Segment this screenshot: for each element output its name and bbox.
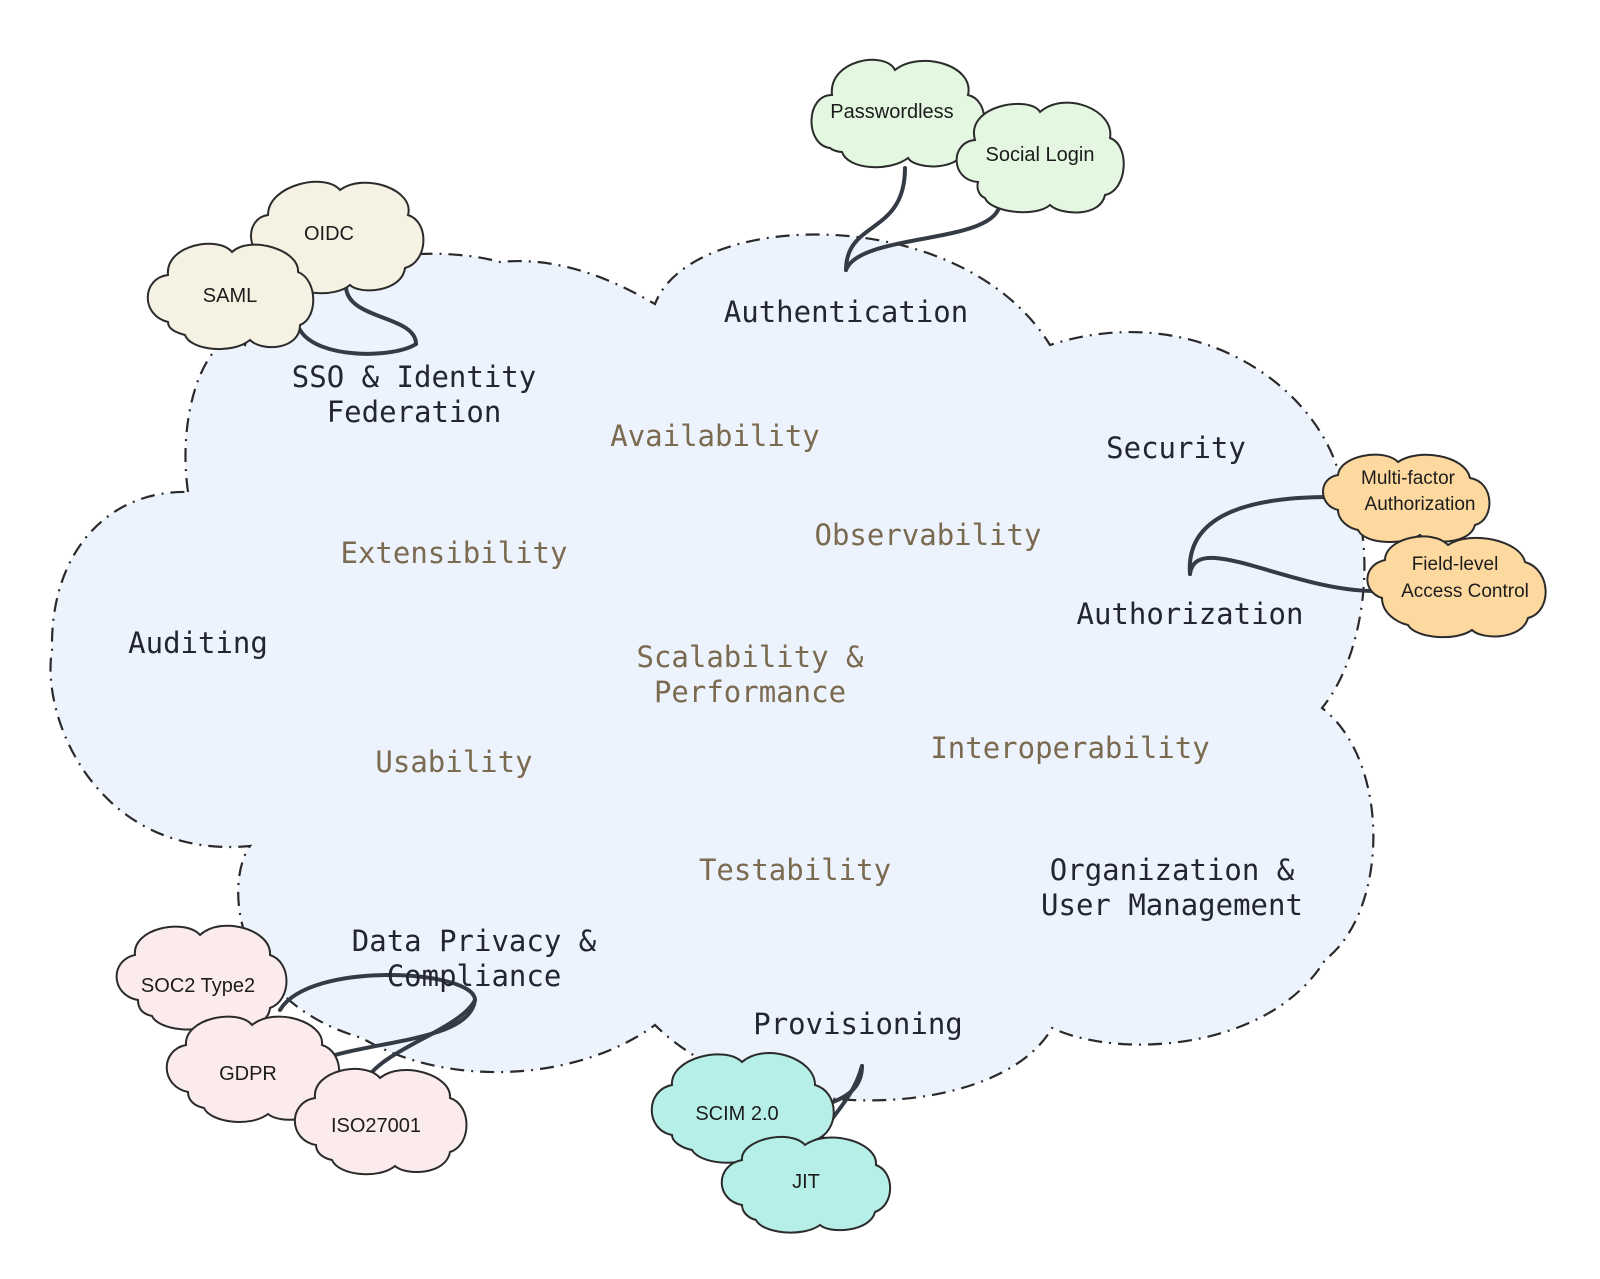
bubble-soc2: SOC2 Type2 — [115, 924, 288, 1031]
bubble-fla-label-line2: Access Control — [1401, 581, 1529, 602]
bubble-social-login-shape — [955, 101, 1125, 214]
bubble-scim-label: SCIM 2.0 — [695, 1103, 778, 1125]
connector-fla — [1188, 555, 1374, 593]
label-provisioning: Provisioning — [753, 1007, 963, 1041]
quality-labels: Availability Extensibility Observability… — [341, 419, 1210, 887]
label-interoperability: Interoperability — [930, 731, 1209, 765]
bubble-mfa: Multi-factor Authorization — [1322, 453, 1491, 543]
bubble-mfa-shape — [1322, 453, 1491, 543]
bubble-iso-shape — [293, 1067, 468, 1176]
core-labels: Authentication SSO & Identity Federation… — [128, 295, 1303, 1041]
label-scale-line1: Scalability & — [637, 640, 865, 674]
label-sso-line1: SSO & Identity — [292, 360, 536, 394]
bubble-saml: SAML — [146, 242, 315, 351]
connector-social-login — [844, 200, 1002, 272]
connector-saml — [298, 328, 418, 356]
bubble-iso-label: ISO27001 — [331, 1115, 421, 1137]
label-testability: Testability — [699, 853, 891, 887]
label-privacy-line1: Data Privacy & — [352, 924, 597, 958]
label-authentication: Authentication — [724, 295, 968, 329]
bubble-gdpr-label: GDPR — [219, 1063, 277, 1085]
bubble-soc2-shape — [115, 924, 288, 1031]
bubble-jit-shape — [720, 1135, 891, 1234]
bubble-scim: SCIM 2.0 — [650, 1052, 835, 1164]
label-security: Security — [1106, 431, 1246, 465]
bubble-saml-label: SAML — [203, 285, 257, 307]
bubble-jit-label: JIT — [792, 1171, 820, 1193]
bubble-fla-shape — [1366, 535, 1547, 639]
connector-gdpr — [323, 998, 477, 1060]
connector-passwordless — [844, 166, 907, 272]
bubble-social-login-label: Social Login — [986, 144, 1095, 166]
connector-oidc — [344, 284, 418, 346]
label-availability: Availability — [610, 419, 820, 453]
bubble-mfa-label-line1: Multi-factor — [1361, 468, 1456, 489]
connector-iso — [363, 998, 477, 1084]
label-authorization: Authorization — [1077, 597, 1304, 631]
label-org-line2: User Management — [1041, 888, 1303, 922]
connector-mfa — [1187, 495, 1332, 576]
bubble-passwordless: Passwordless — [810, 58, 986, 169]
bubble-fla-label-line1: Field-level — [1412, 554, 1499, 575]
label-extensibility: Extensibility — [341, 536, 568, 570]
bubble-gdpr-shape — [165, 1015, 341, 1123]
bubble-passwordless-label: Passwordless — [830, 101, 953, 123]
label-observability: Observability — [815, 518, 1042, 552]
bubble-gdpr: GDPR — [165, 1015, 341, 1123]
main-cloud — [49, 233, 1375, 1102]
bubble-social-login: Social Login — [955, 101, 1125, 214]
bubble-fla: Field-level Access Control — [1366, 535, 1547, 639]
label-scale-line2: Performance — [654, 675, 846, 709]
label-org-line1: Organization & — [1050, 853, 1295, 887]
bubble-iso27001: ISO27001 — [293, 1067, 468, 1176]
bubble-passwordless-shape — [810, 58, 986, 169]
label-sso-line2: Federation — [327, 395, 502, 429]
connector-soc2 — [278, 973, 477, 1012]
bubble-soc2-label: SOC2 Type2 — [141, 975, 255, 997]
bubble-oidc-label: OIDC — [304, 223, 354, 245]
bubble-saml-shape — [146, 242, 315, 351]
bubble-mfa-label-line2: Authorization — [1365, 494, 1476, 515]
label-usability: Usability — [375, 745, 532, 779]
label-privacy-line2: Compliance — [387, 959, 562, 993]
label-auditing: Auditing — [128, 626, 268, 660]
bubble-jit: JIT — [720, 1135, 891, 1234]
bubble-scim-shape — [650, 1052, 835, 1164]
